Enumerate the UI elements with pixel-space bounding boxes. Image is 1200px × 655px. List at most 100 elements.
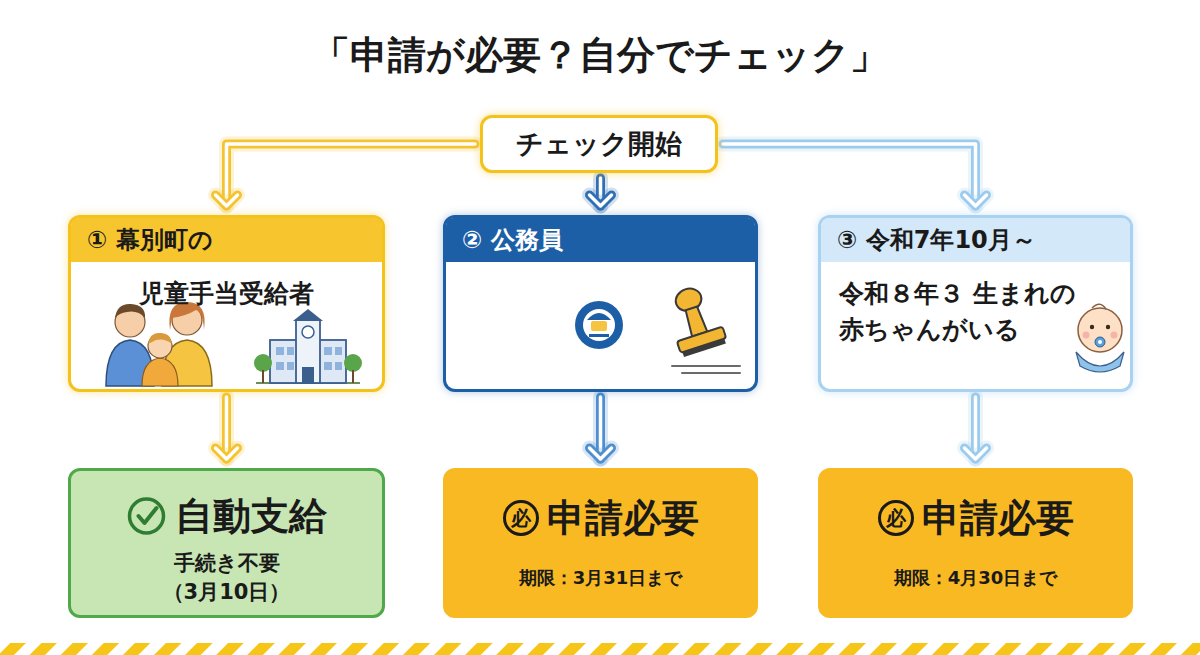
arrow-stroke xyxy=(590,195,612,206)
result-row: 必申請必要 xyxy=(821,493,1130,543)
flow-arrow xyxy=(965,397,987,459)
result-title: 申請必要 xyxy=(547,493,699,544)
badge-icon xyxy=(591,321,607,331)
school-illustration xyxy=(276,362,284,370)
school-illustration xyxy=(335,347,342,355)
arrow-stroke xyxy=(216,195,238,206)
baby-illustration xyxy=(1111,332,1118,339)
school-illustration xyxy=(296,320,320,383)
school-illustration xyxy=(293,309,323,321)
stamp-motion-lines xyxy=(672,366,740,373)
result-row: 自動支給 xyxy=(71,491,382,541)
arrow-stroke xyxy=(590,448,612,459)
flow-arrow xyxy=(216,397,238,459)
arrow-stroke xyxy=(590,195,612,206)
arrow-stroke xyxy=(965,448,987,459)
baby-illustration xyxy=(1076,352,1124,372)
school-illustration xyxy=(302,367,314,383)
baby-illustration xyxy=(1076,304,1124,372)
arrow-stroke xyxy=(216,448,238,459)
baby-illustration xyxy=(1095,337,1105,347)
school-illustration xyxy=(324,362,332,370)
deadline-label: 期限：4月30日まで xyxy=(821,565,1130,590)
arrow-stroke xyxy=(965,448,987,459)
family-illustration xyxy=(148,333,172,344)
arrow-stroke xyxy=(216,195,238,206)
baby-illustration xyxy=(1106,325,1110,329)
check-icon xyxy=(139,508,157,523)
flow-arrow xyxy=(590,178,612,206)
flow-arrow xyxy=(590,397,612,459)
arrow-stroke xyxy=(227,144,476,206)
deadline-label: 期限：3月31日まで xyxy=(446,565,755,590)
diagram-title: 「申請が必要？自分でチェック」 xyxy=(0,30,1200,81)
result-box: 自動支給手続き不要 （3月10日） xyxy=(68,468,385,618)
check-icon xyxy=(130,499,164,533)
school-illustration xyxy=(254,354,272,372)
flow-arrow xyxy=(723,144,987,206)
baby-illustration xyxy=(1090,325,1094,329)
arrow-stroke xyxy=(965,195,987,206)
header-band: ② 公務員 xyxy=(446,218,755,262)
school-illustration xyxy=(262,370,264,383)
school-illustration xyxy=(276,347,284,355)
check-icon xyxy=(130,499,164,533)
body-label: 令和８年３ 生まれの 赤ちゃんがいる xyxy=(839,276,1079,349)
stamp-motion-lines xyxy=(672,365,740,367)
result-box: 必申請必要期限：4月30日まで xyxy=(818,468,1133,618)
result-note: 手続き不要 （3月10日） xyxy=(139,549,314,608)
badge-icon xyxy=(589,334,609,337)
badge-icon xyxy=(583,309,615,341)
result-row: 必申請必要 xyxy=(446,493,755,543)
result-title: 自動支給 xyxy=(175,491,327,542)
header-label: ① 幕別町の xyxy=(87,224,213,256)
arrow-stroke xyxy=(216,195,238,206)
school-illustration xyxy=(302,326,314,338)
start-box: チェック開始 xyxy=(480,115,718,173)
body-label: 児童手当受給者 xyxy=(71,276,382,312)
arrow-stroke xyxy=(723,144,976,206)
arrow-stroke xyxy=(723,144,976,206)
badge-icon xyxy=(575,301,623,349)
arrow-stroke xyxy=(590,195,612,206)
family-illustration xyxy=(142,358,178,386)
school-illustration xyxy=(324,347,332,355)
header-label: ③ 令和7年10月～ xyxy=(837,224,1036,256)
hazard-stripe-band xyxy=(0,643,1200,655)
school-illustration xyxy=(344,354,362,372)
arrow-stroke xyxy=(965,195,987,206)
family-illustration xyxy=(106,302,212,386)
badge-icon xyxy=(575,301,623,349)
arrow-stroke xyxy=(723,144,976,206)
baby-illustration xyxy=(1078,308,1122,352)
baby-illustration xyxy=(1083,332,1090,339)
header-band: ③ 令和7年10月～ xyxy=(821,218,1130,262)
result-title: 申請必要 xyxy=(922,493,1074,544)
stamp-motion-lines xyxy=(682,372,740,374)
arrow-stroke xyxy=(590,448,612,459)
badge-icon xyxy=(587,313,611,320)
stamp-icon xyxy=(682,339,725,357)
baby-illustration xyxy=(1092,304,1106,309)
school-illustration xyxy=(352,370,354,383)
school-illustration xyxy=(335,362,342,370)
baby-illustration xyxy=(1098,340,1102,344)
flow-arrow xyxy=(216,144,476,206)
header-label: ② 公務員 xyxy=(462,224,563,256)
arrow-stroke xyxy=(590,448,612,459)
school-illustration xyxy=(287,362,294,370)
arrow-stroke xyxy=(227,144,476,206)
school-illustration xyxy=(254,309,362,383)
required-mark: 必 xyxy=(503,500,539,536)
arrow-stroke xyxy=(216,448,238,459)
hazard-stripe-band xyxy=(0,643,1200,655)
result-box: 必申請必要期限：3月31日まで xyxy=(443,468,758,618)
start-label: チェック開始 xyxy=(516,126,682,162)
arrow-stroke xyxy=(227,144,476,206)
arrow-stroke xyxy=(965,195,987,206)
family-illustration xyxy=(169,302,204,330)
required-mark: 必 xyxy=(878,500,914,536)
family-illustration xyxy=(115,304,145,318)
stamp-icon xyxy=(662,282,727,358)
arrow-stroke xyxy=(965,448,987,459)
